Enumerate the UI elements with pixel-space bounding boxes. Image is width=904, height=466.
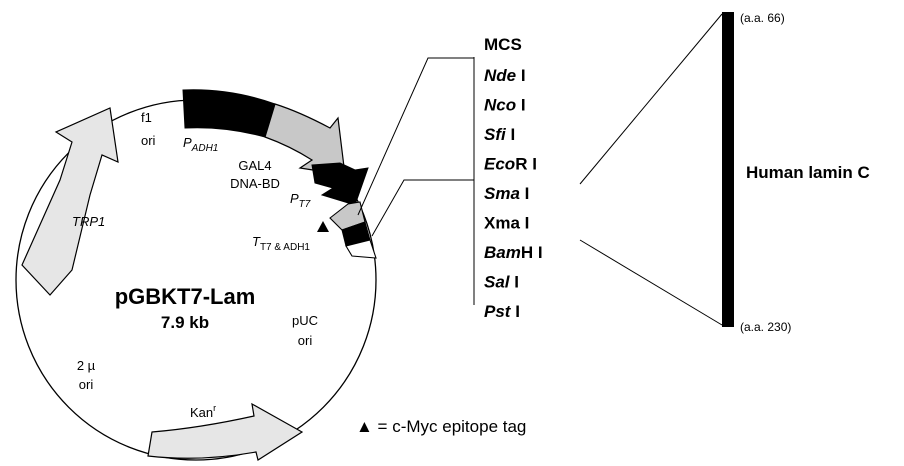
mcs-site: Sma I bbox=[484, 184, 529, 203]
mcs-site-rest: I bbox=[516, 66, 525, 85]
mcs-site: Pst I bbox=[484, 302, 520, 321]
f1-ori-label: ori bbox=[141, 133, 156, 148]
mcs-gray-block bbox=[329, 201, 366, 231]
insert-line-top bbox=[579, 13, 723, 185]
gal4-dna-bd-arrow bbox=[264, 103, 346, 176]
mcs-site: Nde I bbox=[484, 66, 526, 85]
mcs-site-italic: Nco bbox=[484, 96, 516, 115]
kan-label: Kanr bbox=[190, 403, 216, 420]
mcs-site-rest: Xma I bbox=[484, 214, 529, 233]
trp1-label: TRP1 bbox=[72, 214, 105, 229]
mcs-site-italic: Nde bbox=[484, 66, 516, 85]
p-t7-arrow bbox=[311, 162, 369, 206]
c-myc-marker bbox=[317, 221, 329, 232]
legend: ▲ = c-Myc epitope tag bbox=[356, 417, 526, 436]
lamin-bar bbox=[722, 12, 734, 327]
lamin-bottom-bound: (a.a. 230) bbox=[740, 320, 791, 334]
mcs-site: Xma I bbox=[484, 214, 529, 233]
puc-ori-label: ori bbox=[298, 333, 313, 348]
p-t7-label: PT7 bbox=[290, 191, 311, 210]
mcs-callout-top bbox=[357, 57, 474, 216]
mcs-site-rest: I bbox=[510, 273, 519, 292]
gal4-label: GAL4 bbox=[238, 158, 271, 173]
mcs-site-rest: R I bbox=[515, 155, 537, 174]
mcs-site: EcoR I bbox=[484, 155, 537, 174]
lamin-top-bound: (a.a. 66) bbox=[740, 11, 785, 25]
mcs-site: Sal I bbox=[484, 273, 519, 292]
mcs-site: Nco I bbox=[484, 96, 526, 115]
p-adh1-block bbox=[182, 89, 276, 138]
mcs-site-rest: H I bbox=[521, 243, 543, 262]
puc-label: pUC bbox=[292, 313, 318, 328]
insert-line-bottom bbox=[579, 239, 723, 326]
legend-text: = c-Myc epitope tag bbox=[373, 417, 527, 436]
mcs-site-italic: Sal bbox=[484, 273, 511, 292]
two-mu-ori-label: ori bbox=[79, 377, 94, 392]
terminator-block bbox=[345, 239, 377, 259]
mcs-site-italic: Eco bbox=[484, 155, 515, 174]
mcs-site: Sfi I bbox=[484, 125, 515, 144]
kan-arrow bbox=[147, 402, 304, 461]
plasmid-size: 7.9 kb bbox=[161, 313, 209, 332]
insert-name: Human lamin C bbox=[746, 163, 870, 182]
t-t7-adh1-label: TT7 & ADH1 bbox=[252, 234, 310, 253]
f1-label: f1 bbox=[141, 110, 152, 125]
mcs-callout-mid bbox=[371, 179, 474, 237]
mcs-site-italic: Sma bbox=[484, 184, 520, 203]
mcs-site-italic: Pst bbox=[484, 302, 512, 321]
mcs-header: MCS bbox=[484, 35, 522, 54]
mcs-site-rest: I bbox=[510, 302, 519, 321]
p-adh1-label: PADH1 bbox=[183, 135, 218, 154]
two-mu-label: 2 µ bbox=[77, 358, 96, 373]
mcs-site-rest: I bbox=[520, 184, 529, 203]
legend-triangle: ▲ bbox=[356, 417, 373, 436]
plasmid-name: pGBKT7-Lam bbox=[115, 284, 256, 309]
mcs-site-rest: I bbox=[506, 125, 515, 144]
mcs-site: BamH I bbox=[484, 243, 543, 262]
trp1-arrow bbox=[21, 107, 119, 296]
mcs-site-italic: Bam bbox=[484, 243, 521, 262]
dna-bd-label: DNA-BD bbox=[230, 176, 280, 191]
mcs-site-italic: Sfi bbox=[484, 125, 507, 144]
mcs-site-rest: I bbox=[516, 96, 525, 115]
